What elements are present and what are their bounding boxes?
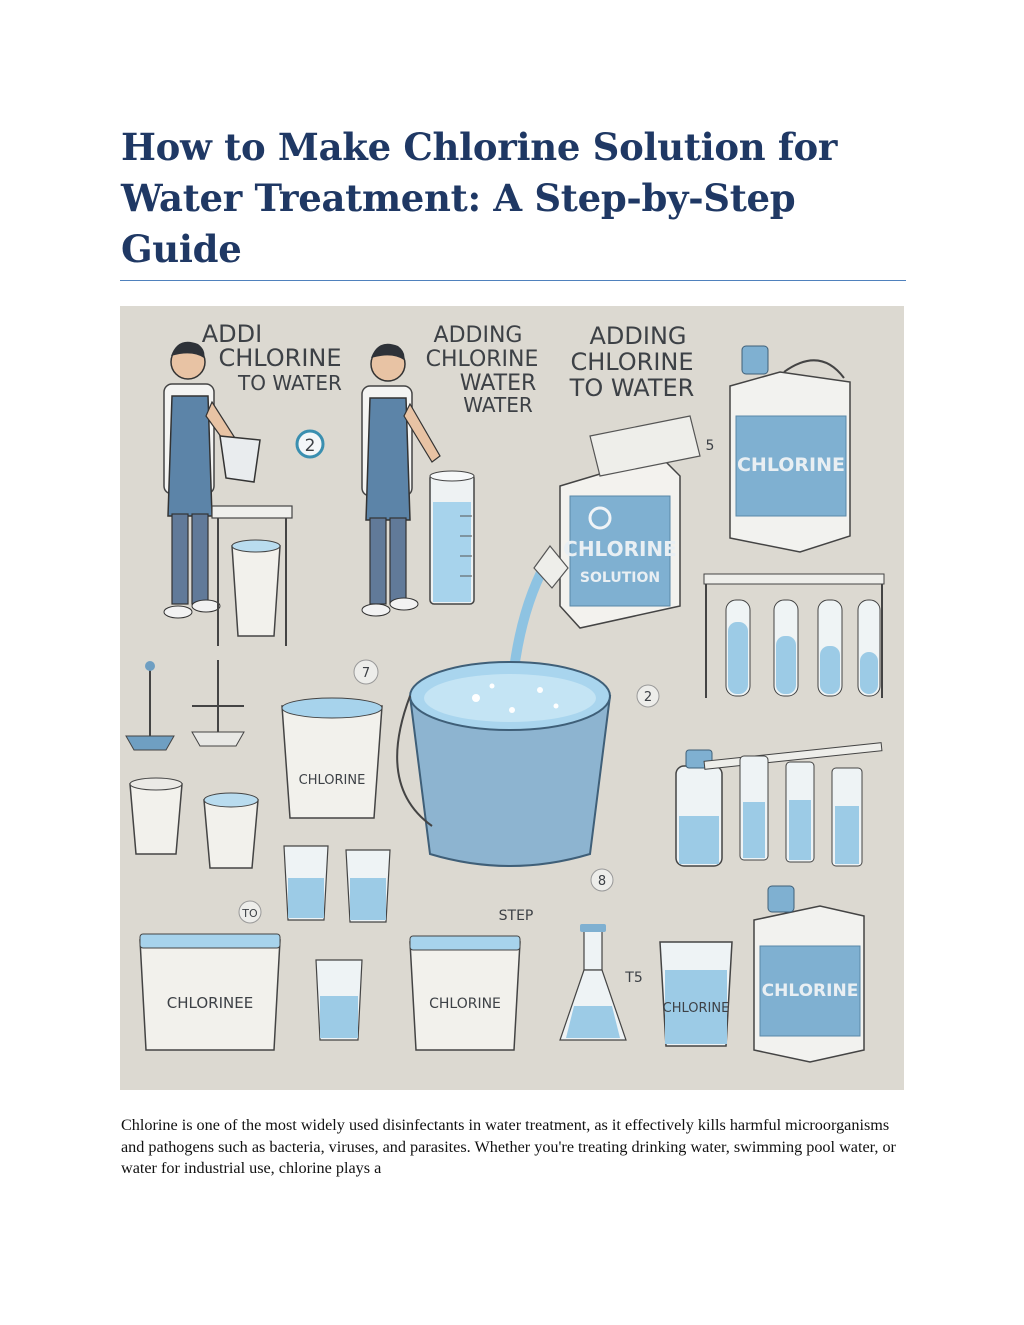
svg-text:STEP: STEP <box>499 908 534 924</box>
mixing-table-1 <box>211 505 293 646</box>
glass-cup-2 <box>345 849 391 923</box>
step-marker-step: STEP <box>499 908 534 924</box>
svg-text:WATER: WATER <box>460 371 537 396</box>
title-divider <box>120 280 906 281</box>
cup-left-2 <box>203 792 259 869</box>
chlorine-jug-top: CHLORINE <box>729 345 851 553</box>
step-marker-to: TO <box>238 900 262 924</box>
glass-cup-1 <box>283 845 329 921</box>
water-bucket <box>396 661 612 867</box>
svg-text:TO WATER: TO WATER <box>237 371 342 395</box>
svg-text:CHLORINE: CHLORINE <box>663 1001 730 1016</box>
svg-text:CHLORINE: CHLORINE <box>218 344 341 372</box>
step-marker-5: 5 <box>706 438 715 454</box>
svg-text:T5: T5 <box>624 970 642 986</box>
svg-text:CHLORINEE: CHLORINEE <box>167 994 253 1012</box>
chlorine-tub-small: CHLORINE <box>281 697 383 819</box>
test-tube-rack-bottom <box>703 742 883 867</box>
svg-text:2: 2 <box>644 690 652 705</box>
chlorine-jug-bottom: CHLORINE <box>753 885 865 1063</box>
graduated-cylinder <box>429 470 475 605</box>
step-marker-circle-2: 2 <box>295 429 325 459</box>
svg-text:2: 2 <box>305 436 316 456</box>
worker-figure-2 <box>361 343 441 617</box>
svg-text:SOLUTION: SOLUTION <box>580 570 660 586</box>
heading-adding-1: ADDI CHLORINE TO WATER <box>202 320 342 395</box>
svg-text:TO: TO <box>241 907 258 920</box>
svg-text:ADDING: ADDING <box>589 322 686 350</box>
svg-text:TO WATER: TO WATER <box>569 374 695 402</box>
step-marker-t5: T5 <box>624 970 642 986</box>
svg-text:5: 5 <box>706 438 715 454</box>
chlorine-illustration: ADDI CHLORINE TO WATER ADDING CHLORINE W… <box>120 306 904 1090</box>
heading-adding-3: ADDING CHLORINE TO WATER <box>569 322 695 402</box>
svg-text:CHLORINE: CHLORINE <box>429 996 501 1012</box>
intro-paragraph: Chlorine is one of the most widely used … <box>121 1116 896 1177</box>
svg-text:CHLORINE: CHLORINE <box>737 454 845 476</box>
svg-text:CHLORINE: CHLORINE <box>762 981 859 1001</box>
erlenmeyer-flask <box>559 924 627 1041</box>
step-marker-2b: 2 <box>636 684 660 708</box>
svg-text:CHLORINE: CHLORINE <box>563 537 677 561</box>
step-marker-8: 8 <box>590 868 614 892</box>
svg-text:CHLORINE: CHLORINE <box>299 773 366 788</box>
measuring-beaker <box>315 959 363 1041</box>
test-tube-rack-top <box>703 573 885 698</box>
svg-text:ADDING: ADDING <box>434 323 523 348</box>
chlorine-solution-box: CHLORINE SOLUTION <box>559 415 701 629</box>
bottle-right <box>675 749 723 867</box>
worker-figure-1 <box>163 341 261 619</box>
heading-adding-2: ADDING CHLORINE WATER WATER <box>426 323 539 417</box>
svg-text:ADDI: ADDI <box>202 320 262 348</box>
chlorine-tub-left: CHLORINEE <box>139 933 281 1051</box>
step-marker-7: 7 <box>353 659 379 685</box>
illustration-canvas: ADDI CHLORINE TO WATER ADDING CHLORINE W… <box>120 306 904 1090</box>
chlorine-tub-middle: CHLORINE <box>409 935 521 1051</box>
svg-text:CHLORINE: CHLORINE <box>570 348 693 376</box>
page-title: How to Make Chlorine Solution for Water … <box>121 125 838 271</box>
svg-text:8: 8 <box>598 874 606 889</box>
svg-text:CHLORINE: CHLORINE <box>426 347 539 372</box>
svg-text:WATER: WATER <box>463 393 533 417</box>
balance-scale-left <box>125 660 245 751</box>
chlorine-beaker-right: CHLORINE <box>659 941 733 1047</box>
cup-left-1 <box>129 777 183 855</box>
svg-text:7: 7 <box>362 666 370 681</box>
